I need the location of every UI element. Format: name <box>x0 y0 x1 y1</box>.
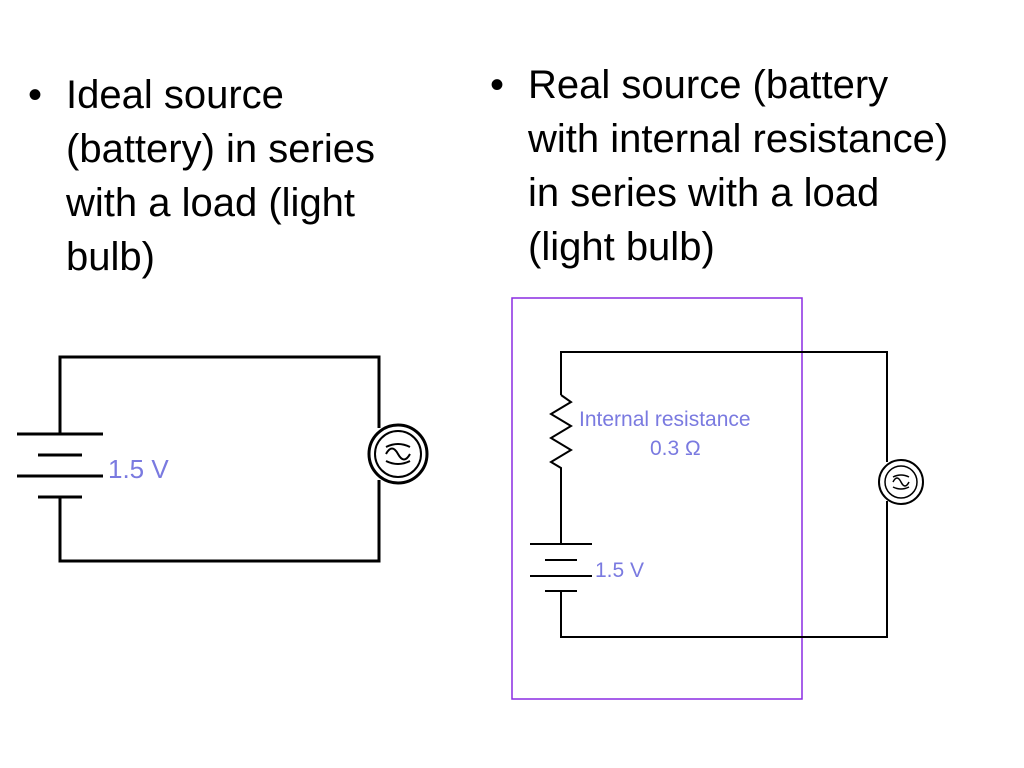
ideal-wire-top <box>58 355 381 434</box>
right-bullet-text: • Real source (battery with internal res… <box>490 58 1024 274</box>
internal-resistance-label: Internal resistance <box>579 408 751 431</box>
left-line-1: Ideal source <box>66 73 284 117</box>
resistor-icon <box>549 394 573 544</box>
real-source-box <box>511 297 803 700</box>
internal-resistance-value: 0.3 Ω <box>650 437 701 460</box>
right-line-2: with internal resistance) <box>528 117 949 161</box>
ideal-wire-bottom <box>58 480 381 563</box>
left-line-2: (battery) in series <box>66 127 375 171</box>
ideal-circuit <box>17 355 429 563</box>
right-line-1: Real source (battery <box>528 63 889 107</box>
left-line-4: bulb) <box>66 235 155 279</box>
real-wire-bottom <box>560 501 888 638</box>
light-bulb-icon <box>367 423 429 485</box>
real-wire-top <box>560 351 888 462</box>
light-bulb-icon <box>878 459 924 505</box>
real-circuit <box>530 351 924 638</box>
bullet-dot: • <box>28 73 43 117</box>
bullet-dot: • <box>490 63 505 107</box>
right-line-3: in series with a load <box>528 171 880 215</box>
left-bullet-text: • Ideal source (battery) in series with … <box>28 68 466 284</box>
left-line-3: with a load (light <box>66 181 356 225</box>
right-line-4: (light bulb) <box>528 225 715 269</box>
ideal-voltage-label: 1.5 V <box>108 454 169 484</box>
real-voltage-label: 1.5 V <box>595 559 644 582</box>
